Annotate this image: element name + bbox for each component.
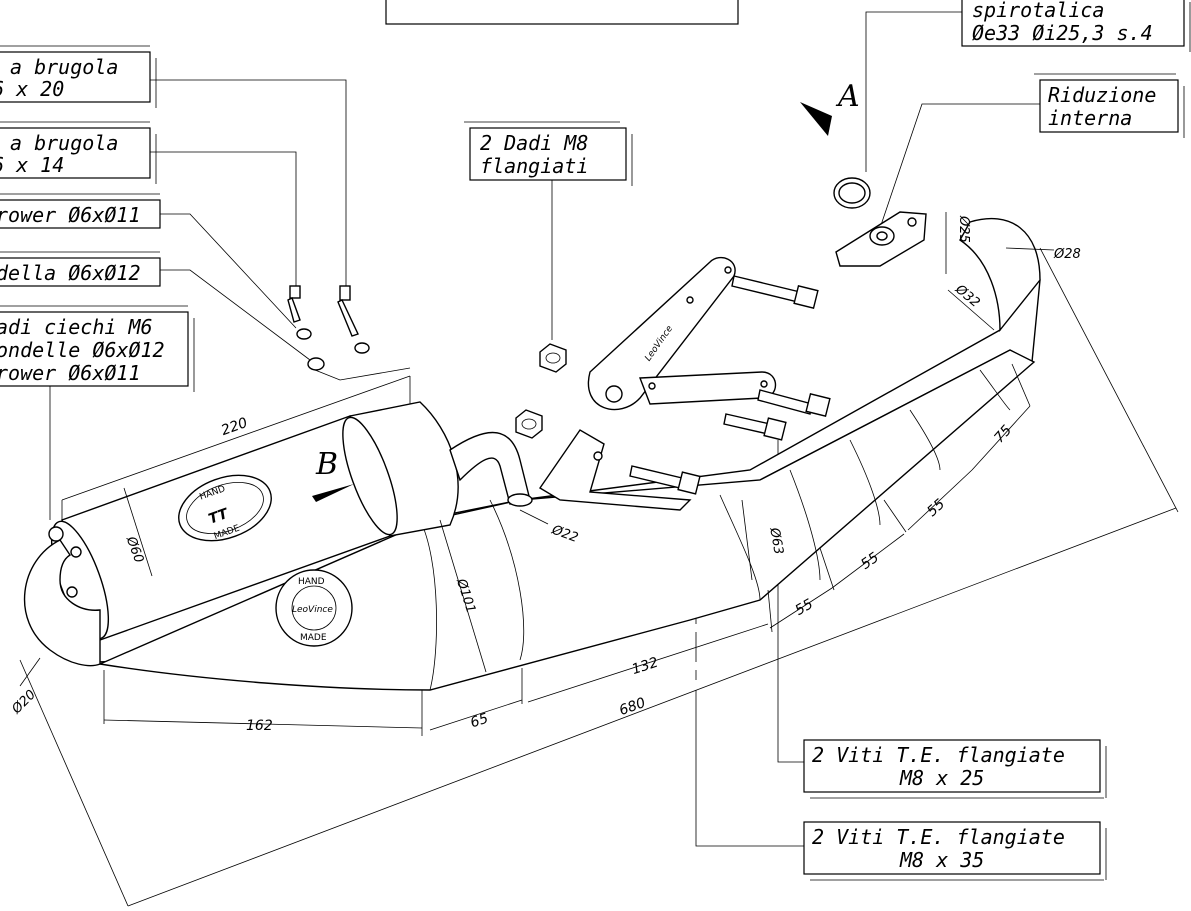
bolt-m8-35-upper: [723, 413, 787, 441]
screw-m6-14: [287, 285, 301, 323]
label-viti-35-line1: 2 Viti T.E. flangiate: [812, 825, 1065, 849]
label-spirotalica: spirotalica Øe33 Øi25,3 s.4: [961, 0, 1191, 52]
tt-logo: HAND TT MADE: [178, 474, 272, 542]
label-spirotalica-line2: Øe33 Øi25,3 s.4: [972, 21, 1153, 45]
label-grower-top: rower Ø6xØ11: [0, 193, 161, 229]
dim-d28: Ø28: [1053, 247, 1081, 262]
label-viti-35-line2: M8 x 35: [899, 848, 984, 872]
label-rondella-top-text: della Ø6xØ12: [0, 261, 141, 285]
silencer-inlet-bend: [23, 539, 101, 667]
washer-right: [354, 342, 370, 354]
label-riduzione-line1: Riduzione: [1048, 83, 1156, 107]
dim-d25: Ø25: [956, 215, 971, 243]
upper-bracket: LeoVince: [587, 257, 777, 411]
dim-55-a: 55: [793, 596, 817, 619]
dim-d63: Ø63: [766, 526, 786, 556]
round-logo-center: LeoVince: [292, 605, 333, 615]
label-viti-35: 2 Viti T.E. flangiate M8 x 35: [803, 821, 1107, 881]
label-grower-top-text: rower Ø6xØ11: [0, 203, 141, 227]
view-a-arrow: [800, 102, 832, 136]
label-riduzione: Riduzione interna: [1034, 73, 1185, 138]
view-a-label: A: [835, 79, 860, 114]
bolt-m8-25-lower: [757, 389, 831, 418]
dim-65: 65: [468, 711, 490, 732]
link-pipe: [449, 431, 531, 505]
label-dadi-m8: 2 Dadi M8 flangiati: [464, 121, 633, 186]
dim-132: 132: [630, 655, 660, 679]
label-dadi-ciechi-line1: adi ciechi M6: [0, 315, 153, 339]
handmade-round-logo: HAND LeoVince MADE: [275, 569, 353, 647]
label-viti-25: 2 Viti T.E. flangiate M8 x 25: [803, 739, 1107, 799]
label-viti-25-line2: M8 x 25: [899, 766, 984, 790]
bolt-m8-25-upper: [731, 275, 819, 310]
nut-m8-upper: [539, 343, 567, 373]
nut-m8-lower: [515, 409, 543, 439]
label-viti-25-line1: 2 Viti T.E. flangiate: [812, 743, 1065, 767]
label-dadi-m8-line2: flangiati: [480, 154, 588, 178]
screw-m6-20: [337, 285, 359, 337]
label-dadi-ciechi-line2: ondelle Ø6xØ12: [0, 338, 165, 362]
dim-55-c: 55: [924, 496, 948, 520]
round-logo-bottom: MADE: [300, 633, 327, 643]
label-brugola-14-line2: 6 x 14: [0, 153, 64, 177]
label-brugola-14: a brugola 6 x 14: [0, 121, 157, 184]
dim-162: 162: [246, 718, 273, 734]
bolt-m8-35-lower: [629, 465, 701, 495]
label-rondella-top: della Ø6xØ12: [0, 251, 161, 287]
dim-220: 220: [219, 415, 250, 439]
label-dadi-ciechi-line3: rower Ø6xØ11: [0, 361, 141, 385]
lower-bracket: [539, 429, 692, 511]
header-pipe: [959, 217, 1041, 332]
view-b-label: B: [315, 447, 338, 482]
label-spirotalica-line1: spirotalica: [972, 0, 1104, 22]
view-b-arrow: [312, 484, 354, 502]
label-brugola-20: a brugola 6 x 20: [0, 45, 157, 108]
label-riduzione-line2: interna: [1048, 106, 1132, 130]
round-logo-top: HAND: [298, 577, 325, 587]
label-brugola-14-line1: a brugola: [10, 131, 118, 155]
grower-washer-top: [296, 328, 312, 340]
title-box: [385, 0, 739, 25]
tt-logo-center: TT: [206, 505, 231, 527]
label-dadi-m8-line1: 2 Dadi M8: [480, 131, 588, 155]
label-dadi-ciechi: adi ciechi M6 ondelle Ø6xØ12 rower Ø6xØ1…: [0, 305, 195, 392]
label-brugola-20-line2: 6 x 20: [0, 77, 64, 101]
dim-680: 680: [617, 695, 648, 719]
label-brugola-20-line1: a brugola: [10, 55, 118, 79]
